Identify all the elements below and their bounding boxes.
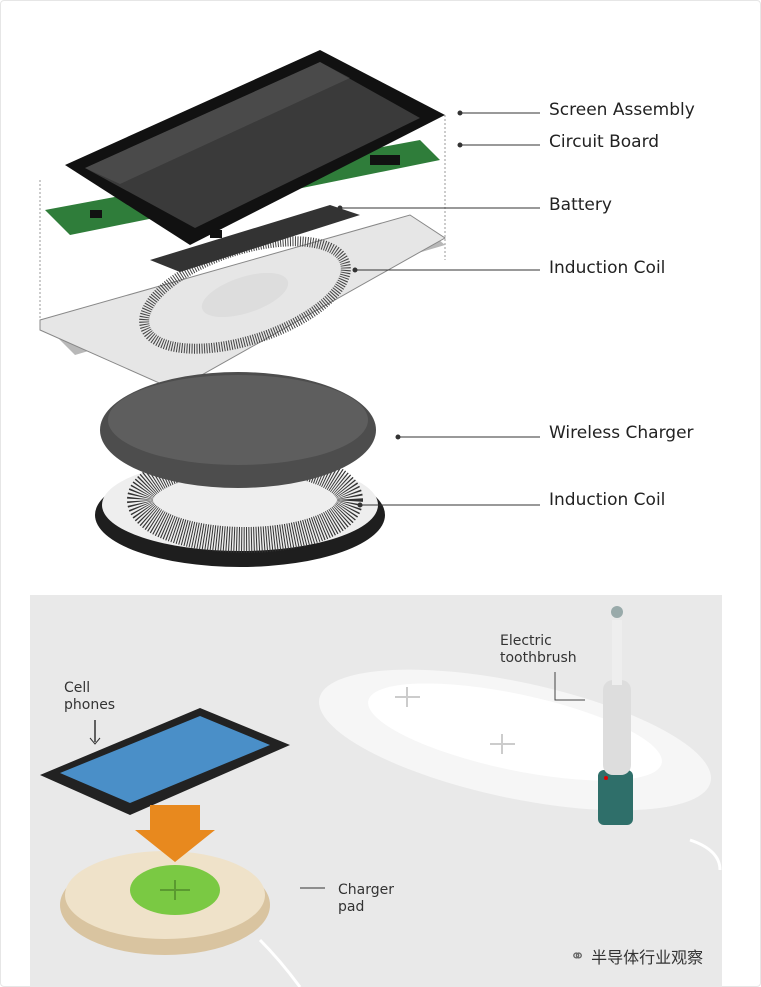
label-line: pad xyxy=(338,899,365,915)
charger-pad xyxy=(60,851,325,987)
screen-assembly xyxy=(65,50,445,245)
label-electric-toothbrush: Electric toothbrush xyxy=(500,633,577,667)
label-induction-coil-charger: Induction Coil xyxy=(549,490,666,510)
label-line: Charger xyxy=(338,882,394,898)
label-line: Cell xyxy=(64,680,91,696)
label-line: phones xyxy=(64,697,116,713)
label-wireless-charger: Wireless Charger xyxy=(549,423,694,443)
label-charger-pad: Charger pad xyxy=(338,882,394,916)
induction-coil-plate xyxy=(39,214,446,391)
leader-lines xyxy=(337,110,540,508)
watermark-text: 半导体行业观察 xyxy=(591,948,704,967)
label-cell-phones: Cell phones xyxy=(64,680,115,714)
label-induction-coil-phone: Induction Coil xyxy=(549,258,666,278)
watermark: ⚭ 半导体行业观察 xyxy=(570,944,703,968)
cell-phone xyxy=(40,708,290,815)
label-battery: Battery xyxy=(549,195,612,215)
electric-toothbrush xyxy=(554,606,633,825)
label-circuit-board: Circuit Board xyxy=(549,132,660,152)
charging-arrow-icon xyxy=(135,805,215,862)
battery xyxy=(150,205,360,272)
label-line: toothbrush xyxy=(500,650,577,666)
label-screen-assembly: Screen Assembly xyxy=(549,100,695,120)
wireless-charger xyxy=(95,372,385,567)
wechat-icon: ⚭ xyxy=(570,945,586,967)
label-line: Electric xyxy=(500,633,552,649)
